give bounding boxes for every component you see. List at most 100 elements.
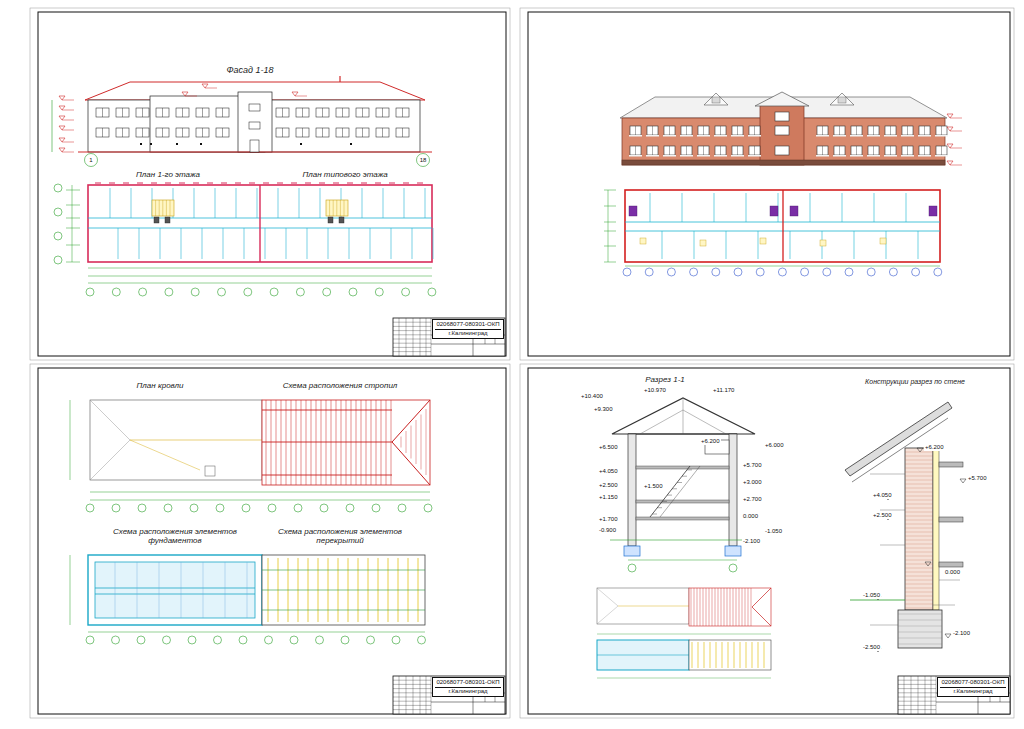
- title-block-row: [393, 701, 431, 702]
- slab-panel: [698, 642, 699, 668]
- axis-circle: [418, 636, 426, 644]
- stair-flight: [650, 466, 690, 517]
- title-block: [898, 676, 1010, 714]
- title-block-col: [413, 676, 414, 714]
- brick-course: [905, 540, 933, 541]
- window-mullion: [182, 128, 183, 137]
- window-mullion: [635, 126, 636, 135]
- title-block-row: [393, 326, 431, 327]
- axis-circle: [85, 154, 98, 167]
- leader-line: [939, 580, 960, 581]
- window: [902, 146, 913, 155]
- window: [775, 112, 789, 121]
- level-mark: [59, 126, 65, 130]
- brick-wall: [905, 448, 933, 610]
- title-block-col: [911, 676, 912, 714]
- vent: [150, 143, 152, 145]
- floor-slab: [939, 562, 963, 567]
- window-opening: [109, 183, 115, 184]
- foundation-line: [159, 562, 160, 618]
- sheet-edge: [520, 8, 1014, 360]
- rafter: [712, 588, 713, 626]
- fixture: [880, 238, 886, 244]
- level-mark: [202, 84, 208, 88]
- window-opening: [333, 183, 339, 184]
- axis-circle: [756, 268, 764, 276]
- sanitary: [328, 217, 333, 223]
- ground-line: [610, 540, 760, 541]
- axis-circle: [778, 268, 786, 276]
- slab-panel: [746, 642, 747, 668]
- level-mark-label: -1.050: [862, 592, 881, 599]
- dimension-line: [597, 678, 771, 679]
- sheet-edge: [30, 8, 510, 360]
- dimension-line: [88, 283, 432, 284]
- slab-panel: [692, 642, 693, 668]
- window-sill: [816, 155, 829, 157]
- window: [156, 108, 169, 117]
- jack-rafter: [421, 415, 422, 470]
- partition: [714, 193, 715, 222]
- window: [96, 108, 109, 117]
- window-sill: [680, 135, 693, 137]
- stair: [326, 200, 348, 216]
- partition: [320, 188, 321, 218]
- window: [356, 108, 369, 117]
- fixture: [640, 238, 646, 244]
- level-mark-label: +1.150: [598, 494, 619, 501]
- window: [647, 126, 658, 135]
- sanitary: [339, 217, 344, 223]
- window: [732, 146, 743, 155]
- slope-arrow: [130, 440, 200, 470]
- brick-course: [905, 528, 933, 529]
- chimney: [339, 76, 340, 82]
- partition: [244, 228, 245, 259]
- title-block-col: [406, 318, 407, 356]
- window-opening: [277, 183, 283, 184]
- window: [851, 146, 862, 155]
- window-mullion: [362, 108, 363, 117]
- level-mark-label: +2.700: [742, 496, 763, 503]
- level-mark: [59, 138, 65, 142]
- level-line: [62, 142, 74, 143]
- stair-step: [344, 200, 345, 216]
- drawing-sheet: [520, 8, 1014, 360]
- partition: [118, 228, 119, 259]
- title-block-col: [399, 676, 400, 714]
- rafter: [721, 588, 722, 626]
- window: [664, 126, 675, 135]
- window-opening: [263, 183, 269, 184]
- rafter: [715, 588, 716, 626]
- tower-roof: [755, 92, 809, 106]
- partition: [790, 231, 791, 259]
- window: [116, 108, 129, 117]
- sheet-edge: [520, 364, 1014, 718]
- dimension-tick: [66, 218, 80, 219]
- rafter: [718, 588, 719, 626]
- rafter: [700, 588, 701, 626]
- window-mullion: [856, 146, 857, 155]
- hip-line: [90, 400, 130, 440]
- axis-circle: [934, 268, 942, 276]
- window-sill: [663, 135, 676, 137]
- rafter: [361, 400, 362, 485]
- dimension-line: [88, 276, 432, 277]
- window: [868, 146, 879, 155]
- level-mark-label: +6.000: [764, 442, 785, 449]
- vent: [300, 143, 302, 145]
- stone-course: [898, 644, 942, 645]
- partition: [307, 228, 308, 259]
- rafter-frame: [262, 400, 430, 485]
- stone-course: [898, 620, 942, 621]
- foundation-line: [225, 562, 226, 618]
- stair-step: [687, 469, 692, 470]
- purlin: [262, 410, 392, 411]
- window-opening: [193, 183, 199, 184]
- drawing-title: План 1-го этажа: [135, 171, 201, 180]
- rafter: [351, 400, 352, 485]
- partition: [139, 228, 140, 259]
- plan-joint: [259, 185, 260, 262]
- foundation: [725, 546, 741, 556]
- window: [919, 126, 930, 135]
- truss-member: [683, 398, 684, 434]
